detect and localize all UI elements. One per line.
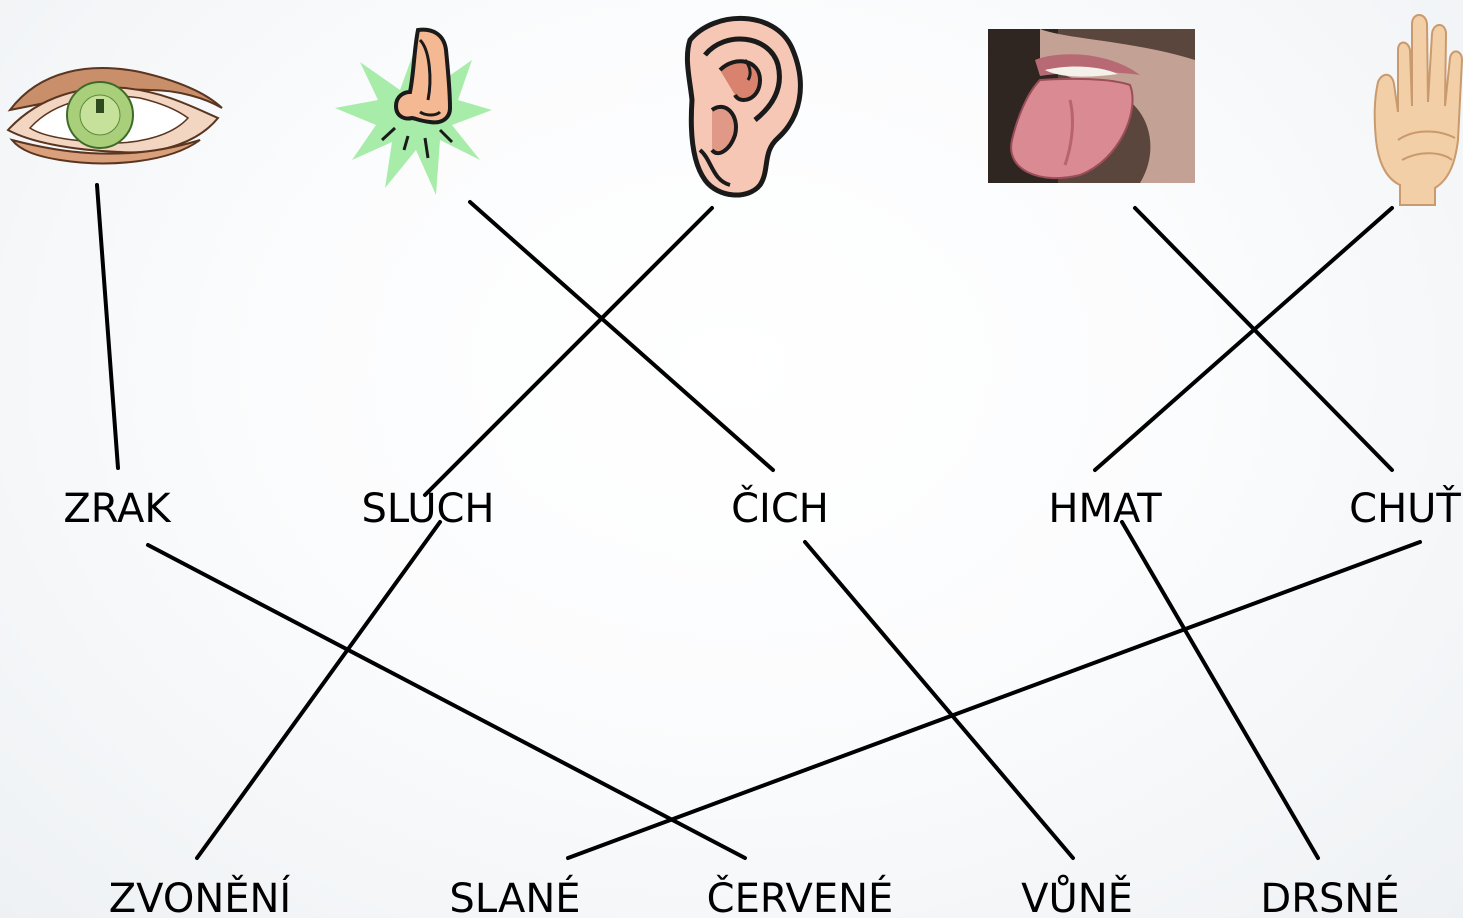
line-ear-sluch	[425, 208, 712, 495]
line-nose-cich	[470, 202, 773, 470]
attribute-label-cervene: ČERVENÉ	[707, 874, 894, 918]
line-hand-hmat	[1095, 208, 1392, 470]
nose-icon	[335, 30, 492, 195]
line-sluch-zvoneni	[197, 522, 440, 858]
attribute-label-slane: SLANÉ	[449, 874, 580, 918]
line-hmat-drsne	[1122, 522, 1318, 858]
attribute-label-zvoneni: ZVONĚNÍ	[109, 874, 291, 918]
eye-icon	[8, 68, 222, 163]
attribute-label-drsne: DRSNÉ	[1260, 874, 1399, 918]
line-zrak-cervene	[148, 545, 745, 858]
ear-icon	[687, 18, 800, 195]
attribute-label-vune: VŮNĚ	[1021, 874, 1133, 918]
sense-label-hmat: HMAT	[1048, 486, 1162, 532]
line-cich-vune	[805, 542, 1073, 858]
hand-icon	[1375, 15, 1462, 205]
sense-label-chut: CHUŤ	[1349, 484, 1461, 532]
tongue-icon	[988, 29, 1195, 183]
sense-label-zrak: ZRAK	[63, 486, 172, 532]
sense-label-sluch: SLUCH	[362, 486, 495, 532]
line-eye-zrak	[97, 185, 118, 468]
sense-label-cich: ČICH	[731, 484, 829, 532]
line-tongue-chut	[1135, 208, 1392, 470]
